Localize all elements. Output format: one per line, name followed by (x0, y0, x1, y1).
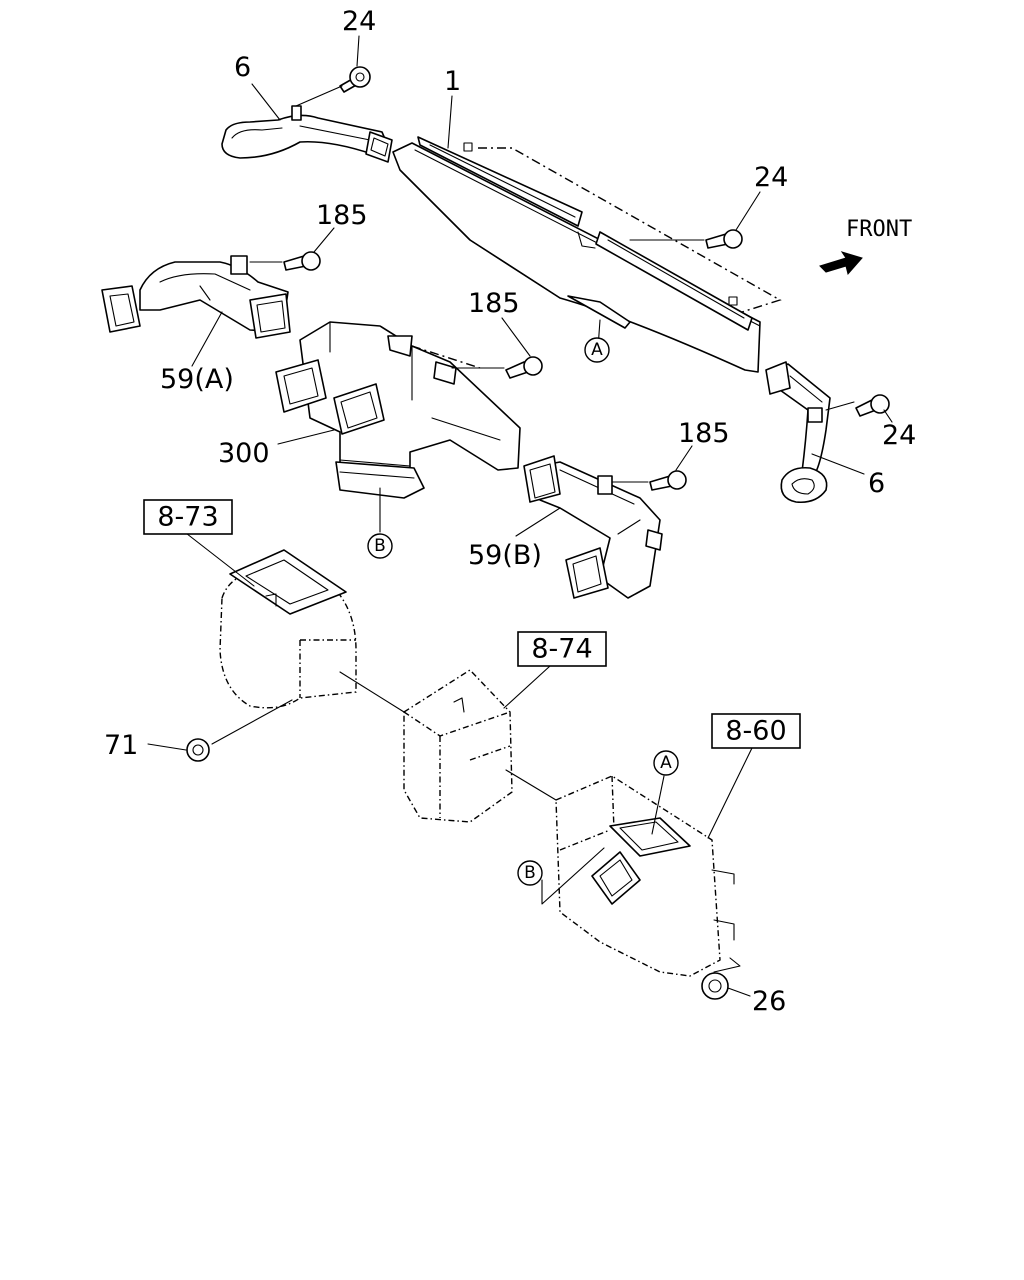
ref-box-8-73[interactable]: 8-73 (143, 499, 233, 535)
screw-24-mid (705, 229, 743, 249)
callout-24-right: 24 (882, 420, 916, 451)
svg-text:B: B (374, 536, 386, 556)
ref-8-74-label: 8-74 (531, 634, 592, 665)
screw-24-right (855, 394, 890, 417)
connector-b-upper: B (367, 533, 393, 559)
screw-185-b (505, 356, 543, 379)
screw-24-top (339, 66, 371, 93)
callout-6-top: 6 (234, 52, 251, 83)
duct-300-guide (411, 345, 481, 369)
heater-unit-8-60 (555, 775, 735, 977)
side-duct-right (765, 361, 831, 504)
callout-26: 26 (752, 986, 786, 1017)
callout-185-a: 185 (316, 200, 368, 231)
blower-unit-8-73 (219, 549, 357, 709)
callout-24-mid: 24 (754, 162, 788, 193)
svg-text:A: A (591, 340, 603, 360)
link-874-860 (505, 769, 557, 801)
duct-59a (101, 255, 291, 339)
front-arrow-icon (819, 251, 863, 276)
ref-8-73-label: 8-73 (157, 502, 218, 533)
svg-text:A: A (660, 753, 672, 773)
duct-59b (523, 455, 663, 599)
nut-26 (701, 972, 729, 1000)
front-indicator: FRONT (819, 217, 912, 276)
callout-185-c: 185 (678, 418, 730, 449)
callout-1: 1 (444, 66, 461, 97)
callout-185-b: 185 (468, 288, 520, 319)
evaporator-unit-8-74 (403, 669, 513, 823)
callout-59b: 59(B) (468, 540, 542, 571)
screw-185-a (283, 251, 321, 271)
screw-185-c (649, 470, 687, 491)
ref-8-60-label: 8-60 (725, 716, 786, 747)
nut-71 (186, 738, 210, 762)
defroster-nozzle (392, 136, 761, 373)
link-873-874 (339, 671, 405, 713)
connector-a-upper: A (584, 337, 610, 363)
callout-71: 71 (104, 730, 138, 761)
ref-box-8-60[interactable]: 8-60 (711, 713, 801, 749)
side-duct-left (221, 105, 393, 163)
callout-24-top: 24 (342, 6, 376, 37)
nozzle-guide-line (478, 147, 782, 313)
duct-300 (275, 321, 521, 499)
connector-b-lower: B (517, 860, 543, 886)
connector-a-lower: A (653, 750, 679, 776)
callout-6-right: 6 (868, 468, 885, 499)
svg-text:B: B (524, 863, 536, 883)
callout-300: 300 (218, 438, 270, 469)
ref-box-8-74[interactable]: 8-74 (517, 631, 607, 667)
front-label: FRONT (846, 217, 912, 242)
leader-lines (147, 35, 893, 997)
callout-59a: 59(A) (160, 364, 234, 395)
